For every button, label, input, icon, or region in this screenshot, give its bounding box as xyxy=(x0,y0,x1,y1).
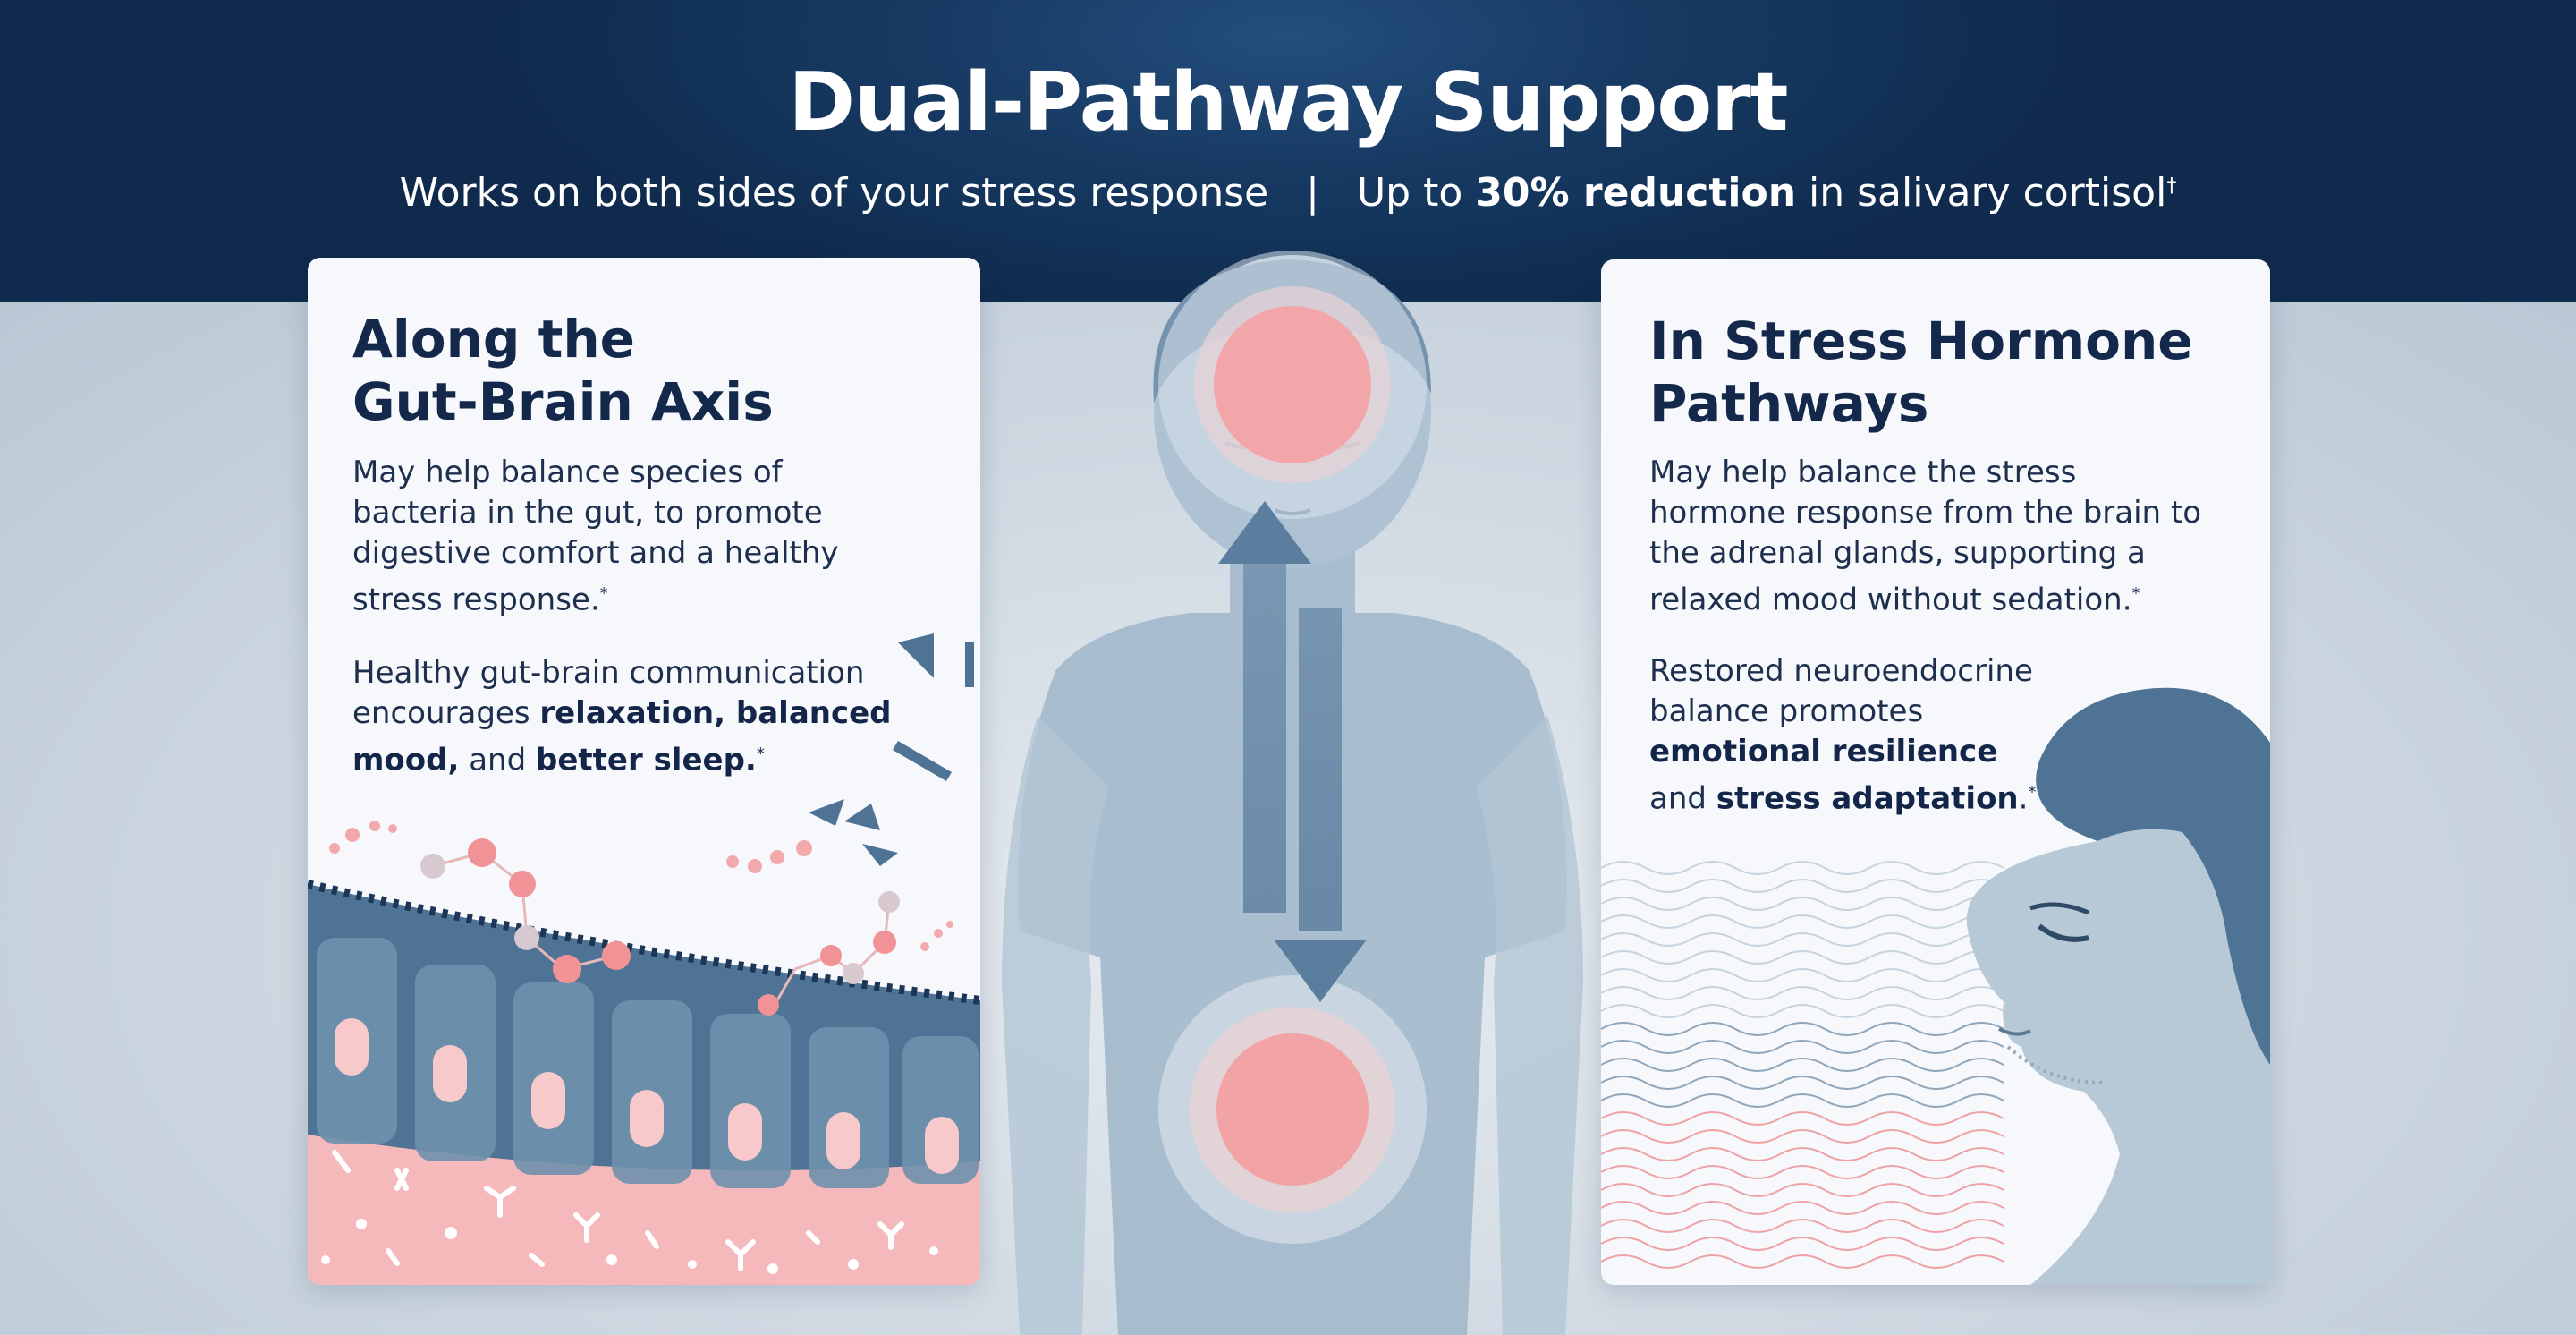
right-card-paragraph-1: May help balance the stress hormone resp… xyxy=(1649,453,2201,620)
left-p1-line-1: May help balance species of xyxy=(352,455,783,490)
left-p1-line-4: stress response. xyxy=(352,582,600,618)
right-p2-line-3-bold: emotional resilience xyxy=(1649,734,1998,770)
bidirectional-arrow-icon xyxy=(1218,501,1367,1002)
right-p1-line-3: the adrenal glands, supporting a xyxy=(1649,535,2146,571)
wave-pattern xyxy=(1601,861,2004,1269)
gut-brain-axis-card: Along the Gut-Brain Axis May help balanc… xyxy=(308,258,980,1285)
right-p1-line-1: May help balance the stress xyxy=(1649,455,2077,490)
right-heading-line-2: Pathways xyxy=(1649,373,1929,434)
right-p1-line-2: hormone response from the brain to xyxy=(1649,495,2202,531)
left-card-paragraph-1: May help balance species of bacteria in … xyxy=(352,453,839,620)
right-card-heading: In Stress Hormone Pathways xyxy=(1649,310,2193,435)
right-p2-line-1: Restored neuroendocrine xyxy=(1649,653,2033,689)
relaxed-face-profile-illustration xyxy=(1601,687,2270,1285)
subtitle-part-3: in salivary cortisol xyxy=(1809,170,2167,216)
right-card-paragraph-2: Restored neuroendocrine balance promotes… xyxy=(1649,651,2036,819)
right-p1-line-4: relaxed mood without sedation. xyxy=(1649,582,2132,618)
left-p1-line-2: bacteria in the gut, to promote xyxy=(352,495,823,531)
page-subtitle: Works on both sides of your stress respo… xyxy=(0,170,2576,216)
page-title: Dual-Pathway Support xyxy=(788,55,1788,149)
left-heading-line-2: Gut-Brain Axis xyxy=(352,371,774,432)
left-p1-line-3: digestive comfort and a healthy xyxy=(352,535,839,571)
left-card-heading: Along the Gut-Brain Axis xyxy=(352,308,774,433)
subtitle-part-1: Works on both sides of your stress respo… xyxy=(399,170,1269,216)
right-p2-asterisk: * xyxy=(2028,783,2037,802)
left-p2-line-2-pre: encourages xyxy=(352,695,530,731)
right-p2-line-2: balance promotes xyxy=(1649,693,1924,729)
left-p2-line-1: Healthy gut-brain communication xyxy=(352,655,865,691)
right-p1-asterisk: * xyxy=(2131,584,2140,603)
person-silhouette-illustration xyxy=(1002,251,1583,1335)
subtitle-part-2: Up to xyxy=(1356,170,1463,216)
subtitle-emphasis: 30% reduction xyxy=(1475,170,1797,216)
right-p2-line-4-bold: stress adaptation xyxy=(1716,780,2019,817)
left-p1-asterisk: * xyxy=(599,584,608,603)
left-heading-line-1: Along the xyxy=(352,309,635,370)
right-heading-line-1: In Stress Hormone xyxy=(1649,310,2193,371)
right-p2-line-4-pre: and xyxy=(1649,780,1707,817)
subtitle-divider: | xyxy=(1306,170,1319,216)
left-card-paragraph-2: Healthy gut-brain communication encourag… xyxy=(352,653,892,780)
left-p2-line-2-bold: relaxation, balanced xyxy=(539,695,892,731)
right-p2-line-4-post: . xyxy=(2018,780,2029,817)
subtitle-dagger: † xyxy=(2166,174,2177,198)
left-p2-line-3-bold-2: better sleep. xyxy=(536,742,757,778)
left-p2-line-3-mid: and xyxy=(469,742,527,778)
left-p2-line-3-bold: mood, xyxy=(352,742,460,778)
left-p2-asterisk: * xyxy=(756,744,765,763)
intestinal-villi-illustration xyxy=(308,633,980,1285)
stress-hormone-card: In Stress Hormone Pathways May help bala… xyxy=(1601,259,2270,1285)
